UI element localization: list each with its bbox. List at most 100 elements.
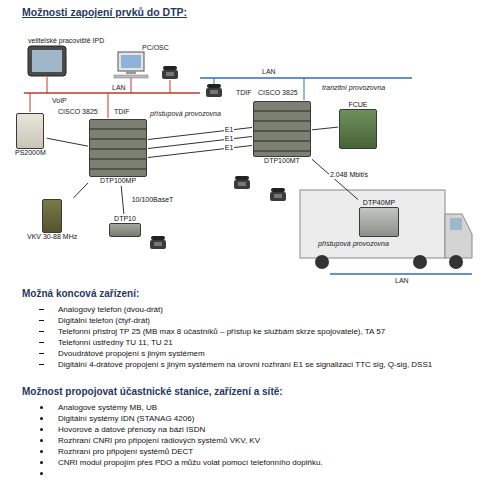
dash-marker — [39, 353, 44, 354]
lan-line — [200, 77, 412, 79]
list-item: Telefonní ústředny TU 11, TU 21 — [34, 337, 474, 348]
item-text: CNRI modul propojím přes PDO a můžu vola… — [58, 458, 323, 467]
link-line — [312, 159, 358, 199]
lan-line — [47, 77, 48, 93]
lan-line — [200, 78, 472, 274]
device-body — [89, 119, 147, 177]
list-item: Digitální 4-drátové propojení s jiným sy… — [34, 359, 474, 370]
device-node: DTP40MP — [358, 198, 400, 238]
truck — [315, 255, 329, 269]
bullet-marker — [40, 417, 43, 420]
lan-line — [24, 92, 200, 94]
list-item: Rozhraní pro připojení systémů DECT — [34, 446, 474, 457]
device-node: DTP100MP — [88, 118, 148, 186]
bullet-marker — [40, 439, 43, 442]
section-heading: Možnost propojovat účastnické stanice, z… — [22, 386, 283, 398]
lan-line — [170, 80, 171, 93]
network-illustration — [206, 84, 222, 97]
device-label: VKV 30-88 MHz — [27, 233, 77, 241]
list-item: CNRI modul propojím přes PDO a můžu vola… — [34, 457, 474, 468]
bullet-list: Analogové systémy MB, UB Digitální systém… — [34, 402, 474, 479]
list-item: Telefonní přístroj TP 25 (MB max 8 účast… — [34, 326, 474, 337]
device-node: FCUE — [338, 100, 378, 150]
tablet-terminal — [28, 46, 66, 76]
device-body — [42, 199, 62, 233]
list-item: Analogový telefon (dvou-drát) — [34, 304, 474, 315]
link-line — [148, 145, 252, 157]
network-illustration — [270, 188, 286, 201]
lan-line — [330, 273, 472, 275]
bullet-marker — [40, 406, 43, 409]
lan-line — [30, 93, 31, 112]
item-text: Analogové systémy MB, UB — [58, 403, 157, 412]
device-body — [253, 101, 311, 157]
truck — [450, 218, 462, 230]
device-label: DTP40MP — [363, 199, 395, 207]
item-text: Hovorové a datové přenosy na bázi ISDN — [58, 425, 205, 434]
list-item: Rozhraní CNRI pro připojení rádiových sy… — [34, 435, 474, 446]
lan-line — [131, 76, 132, 93]
network-illustration — [162, 66, 178, 79]
list-item: Hovorové a datové přenosy na bázi ISDN — [34, 424, 474, 435]
dash-marker — [39, 331, 44, 332]
network-illustration — [150, 236, 166, 249]
page-title: Možnosti zapojení prvků do DTP: — [22, 6, 187, 18]
item-text: Rozhraní pro připojení systémů DECT — [58, 447, 193, 456]
dash-list: Analogový telefon (dvou-drát) Digitální t… — [34, 304, 474, 370]
dash-marker — [39, 364, 44, 365]
diagram-label: CISCO 3825 — [258, 89, 298, 97]
item-text: Telefonní přístroj TP 25 (MB max 8 účast… — [58, 327, 385, 336]
device-label: FCUE — [348, 101, 367, 109]
link-label: 2.048 Mbit/s — [329, 171, 369, 179]
link-line — [73, 183, 88, 198]
device-node: DTP10 — [108, 214, 142, 238]
item-text: Analogový telefon (dvou-drát) — [58, 305, 163, 314]
link-label: E1 — [224, 135, 235, 143]
device-label: DTP100MP — [100, 177, 136, 185]
item-text: Rozhraní CNRI pro připojení rádiových sy… — [58, 436, 260, 445]
link-label: E1 — [224, 126, 235, 134]
section-heading: Možná koncová zařízení: — [22, 288, 139, 300]
truck — [300, 190, 445, 258]
dash-marker — [39, 309, 44, 310]
tablet-terminal — [32, 50, 62, 72]
diagram-label: přístupová provozovna — [318, 240, 389, 248]
diagram-label: TDIF — [114, 108, 130, 116]
diagram-label: LAN — [112, 84, 126, 92]
pc-workstation — [126, 71, 136, 74]
diagram-label: TDIF — [236, 89, 252, 97]
device-body — [339, 109, 377, 149]
diagram-label: velitelské pracoviště IPD — [28, 37, 104, 45]
truck — [445, 214, 472, 258]
device-body — [109, 223, 141, 237]
diagram-label: PC/OSC — [142, 44, 169, 52]
link-line — [148, 136, 252, 148]
bullet-marker — [40, 428, 43, 431]
bullet-marker — [40, 450, 43, 453]
truck — [449, 255, 463, 269]
device-label: DTP10 — [114, 215, 136, 223]
item-text: Dvoudrátové propojení s jiným systémem — [58, 349, 205, 358]
pc-workstation — [114, 52, 148, 78]
link-label: 10/100BaseT — [131, 196, 175, 204]
truck — [413, 255, 427, 269]
list-item: Analogové systémy MB, UB — [34, 402, 474, 413]
link-line — [148, 127, 252, 139]
link-line — [312, 127, 338, 130]
truck — [300, 190, 472, 269]
device-node: DTP100MT — [252, 100, 312, 166]
lan-line — [304, 78, 305, 100]
device-body — [359, 207, 399, 237]
device-label: DTP100MT — [264, 157, 300, 165]
diagram-label: CISCO 3825 — [58, 108, 98, 116]
link-line — [47, 138, 88, 146]
item-text: Digitální 4-drátové propojení s jiným sy… — [58, 360, 432, 369]
device-node: PS2000M — [14, 112, 47, 158]
bullet-marker — [40, 461, 43, 464]
item-text: Telefonní ústředny TU 11, TU 21 — [58, 338, 173, 347]
list-item: Digitální systémy IDN (STANAG 4206) — [34, 413, 474, 424]
item-text: Digitální systémy IDN (STANAG 4206) — [58, 414, 194, 423]
item-text: Digitální telefon (čtyř-drát) — [58, 316, 150, 325]
list-item: Digitální telefon (čtyř-drát) — [34, 315, 474, 326]
bullet-marker — [40, 472, 43, 475]
